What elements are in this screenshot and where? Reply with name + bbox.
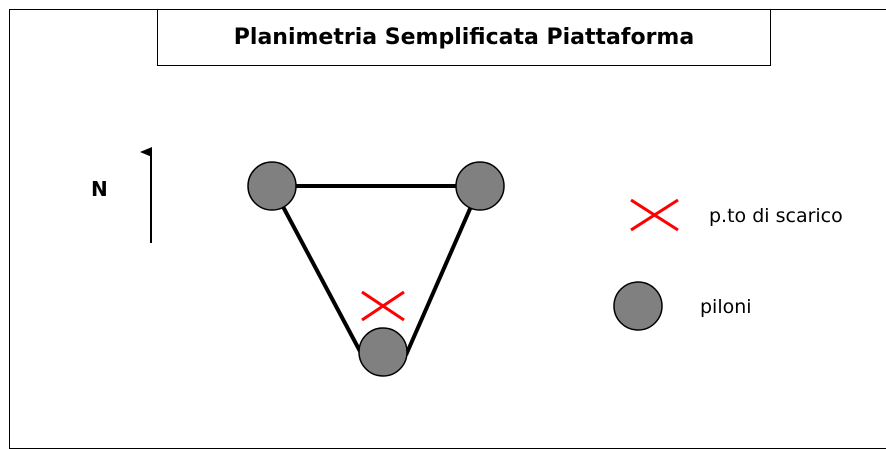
pylon-south: [358, 327, 408, 377]
platform-edge-left: [270, 185, 364, 356]
diagram-title: Planimetria Semplificata Piattaforma: [233, 25, 695, 50]
legend-discharge-label: p.to di scarico: [709, 205, 843, 227]
title-box: Planimetria Semplificata Piattaforma: [157, 9, 771, 66]
legend-pylons-label: piloni: [700, 296, 752, 318]
legend-cross-icon: [630, 198, 679, 232]
discharge-point-cross: [361, 290, 405, 322]
legend-pylon-icon: [613, 281, 663, 331]
pylon-northwest: [247, 161, 297, 211]
platform-edge-right: [404, 185, 482, 356]
north-label: N: [91, 177, 108, 201]
pylon-northeast: [455, 161, 505, 211]
platform-plan: [140, 147, 679, 377]
